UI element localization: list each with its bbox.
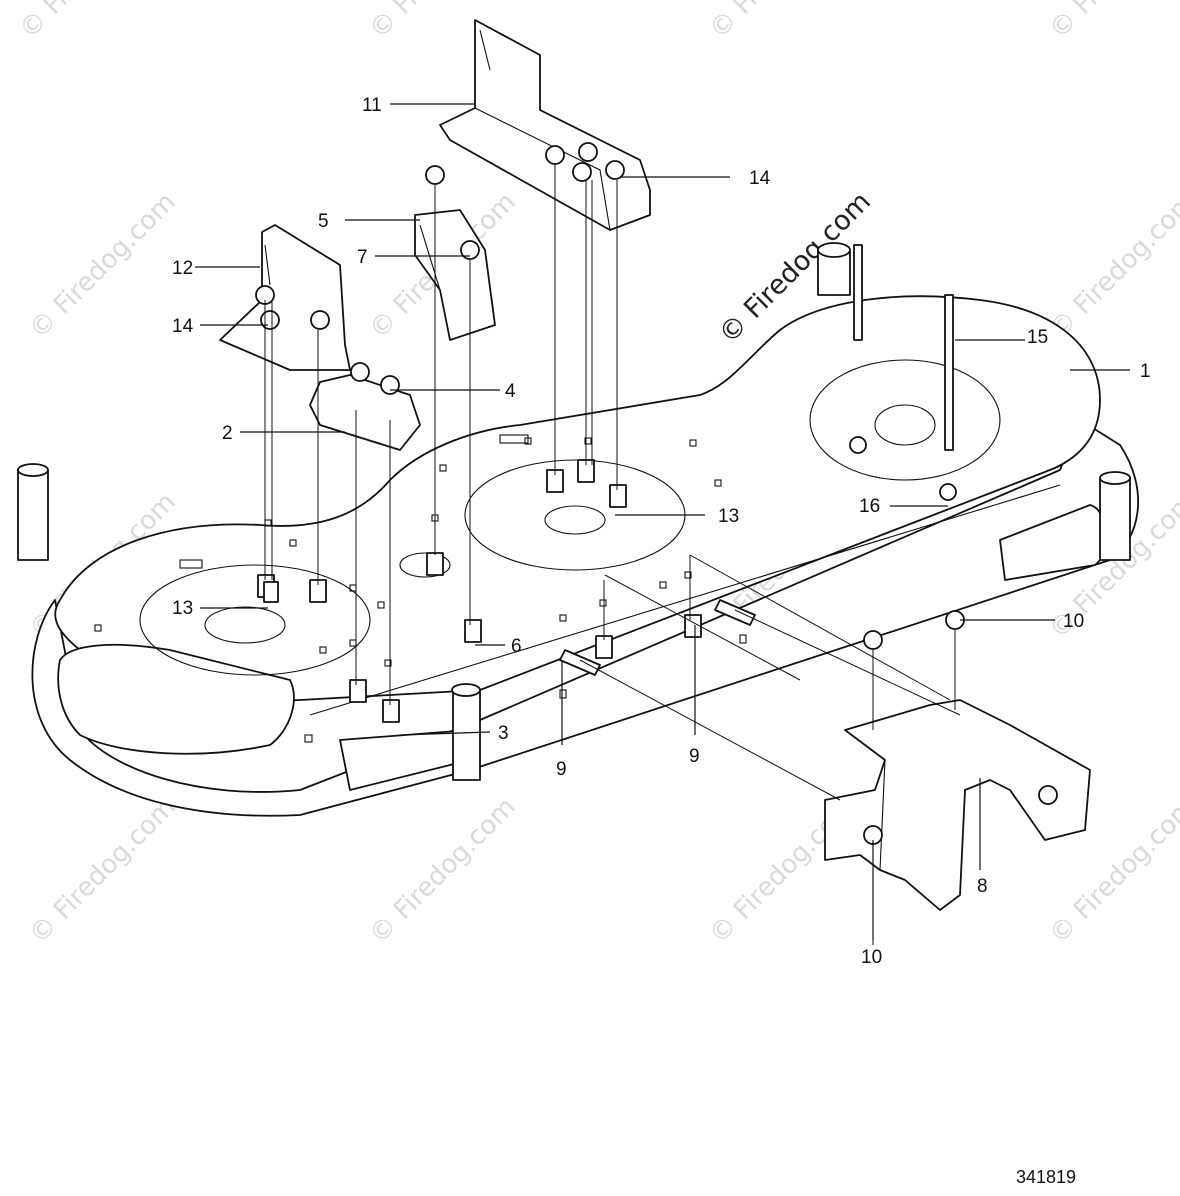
callout-1: 1 — [1140, 361, 1151, 382]
callout-10-right: 10 — [1063, 611, 1084, 632]
watermark: © Firedog.com — [24, 187, 182, 345]
watermark: © Firedog.com — [14, 0, 172, 45]
callout-2: 2 — [222, 423, 233, 444]
callout-14-right: 14 — [749, 168, 771, 189]
callout-8: 8 — [977, 876, 988, 897]
watermark: © Firedog.com — [704, 0, 862, 45]
watermark: © Firedog.com — [24, 792, 182, 950]
leader-lines — [195, 103, 1130, 940]
watermark: © Firedog.com — [1044, 187, 1180, 345]
callout-9-right: 9 — [689, 746, 700, 767]
callout-15: 15 — [1027, 327, 1048, 348]
callout-9-left: 9 — [556, 759, 567, 780]
callout-7: 7 — [357, 247, 368, 268]
fasteners — [255, 142, 1058, 845]
callout-10-bottom: 10 — [861, 947, 882, 968]
bracket-12 — [219, 224, 351, 371]
deck-holes — [94, 434, 747, 743]
assembly-guides — [264, 165, 961, 945]
callout-12: 12 — [172, 258, 193, 279]
callout-16: 16 — [859, 496, 880, 517]
callout-11: 11 — [362, 95, 382, 116]
callout-14-left: 14 — [172, 316, 194, 337]
callout-13-center: 13 — [718, 506, 739, 527]
callout-5: 5 — [318, 211, 329, 232]
bracket-2 — [309, 374, 421, 451]
callout-6: 6 — [511, 636, 522, 657]
bracket-11 — [439, 19, 651, 231]
callout-labels: 1 2 3 4 5 6 7 8 9 9 10 10 11 12 13 13 14… — [172, 95, 1151, 968]
callout-3: 3 — [498, 723, 509, 744]
watermark: © Firedog.com — [364, 792, 522, 950]
drawing-number: 341819 — [1016, 1167, 1076, 1187]
bracket-8 — [824, 699, 1091, 911]
callout-13-left: 13 — [172, 598, 193, 619]
watermark: © Firedog.com — [1044, 0, 1180, 45]
callout-4: 4 — [505, 381, 516, 402]
